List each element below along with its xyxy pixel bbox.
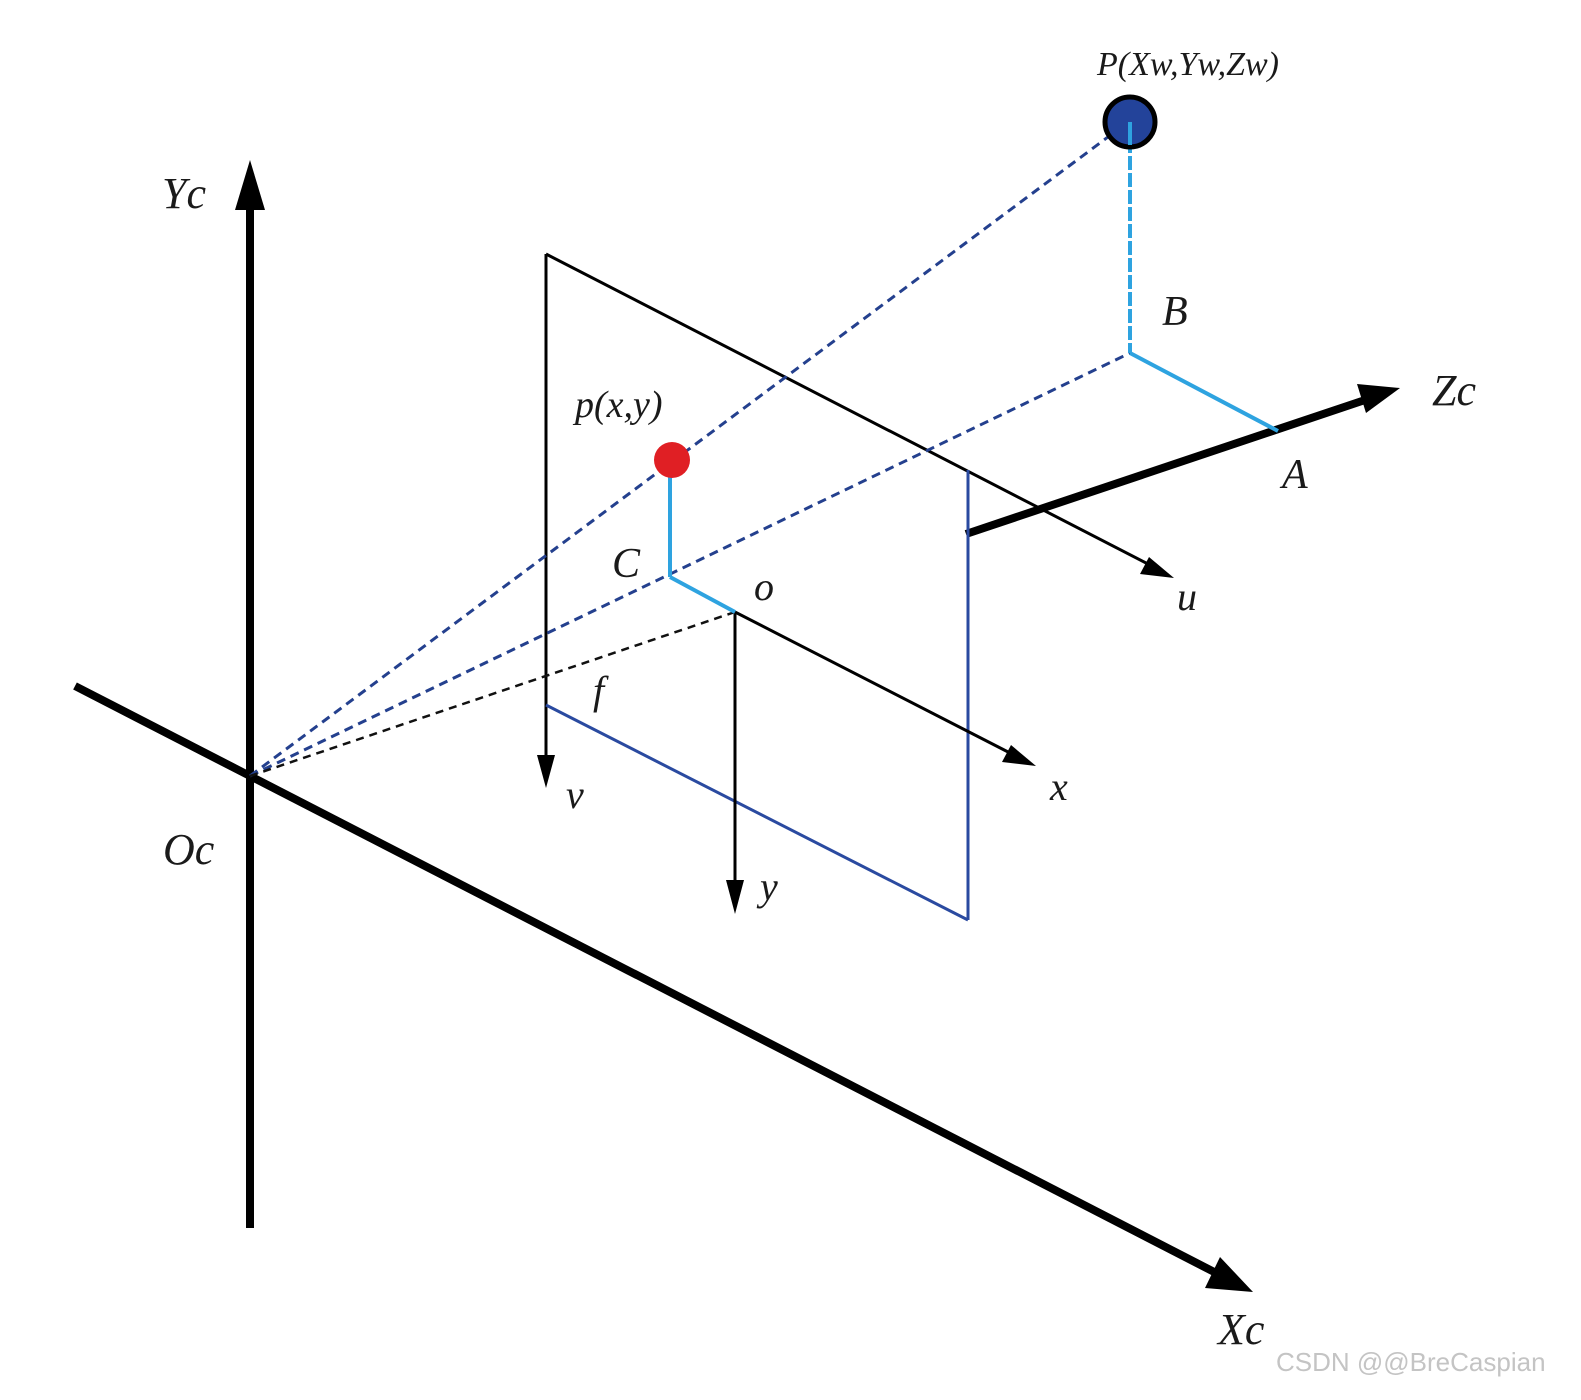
zc-axis [964,396,1367,538]
label-f: f [593,668,609,713]
watermark: CSDN @@BreCaspian [1276,1347,1546,1377]
ray-oc-to-B-base [249,351,1131,778]
camera-axes [73,160,1400,1292]
B-to-A-line [1129,351,1279,433]
label-y: y [756,864,778,909]
C-to-o-line [669,575,736,614]
label-yc: Yc [162,169,206,218]
x-axis-image [734,610,1013,756]
image-plane-top-edge [545,252,1151,567]
label-c: C [612,541,641,587]
xc-arrowhead [1205,1257,1253,1292]
label-a: A [1279,452,1308,498]
label-image-point: p(x,y) [572,384,663,426]
component-lines [668,122,1279,614]
label-zc: Zc [1432,366,1476,415]
yc-arrowhead [235,160,265,210]
label-v: v [566,772,584,817]
zc-arrowhead [1357,384,1400,413]
u-arrowhead [1140,557,1174,578]
projection-rays [249,132,1131,778]
label-world-point: P(Xw,Yw,Zw) [1096,46,1279,83]
y-arrowhead [726,880,744,914]
v-arrowhead [537,755,555,788]
label-xc: Xc [1216,1305,1265,1354]
image-point-p [654,442,690,478]
focal-length-line [249,610,736,778]
x-arrowhead [1002,745,1036,766]
label-x: x [1049,764,1068,809]
label-oc: Oc [163,825,215,874]
xc-axis-back [73,682,252,780]
label-b: B [1162,289,1188,335]
label-o: o [754,564,774,609]
label-u: u [1177,574,1197,619]
image-plane [537,252,1174,922]
xc-axis [248,772,1222,1279]
image-plane-bottom-edge [545,703,969,922]
